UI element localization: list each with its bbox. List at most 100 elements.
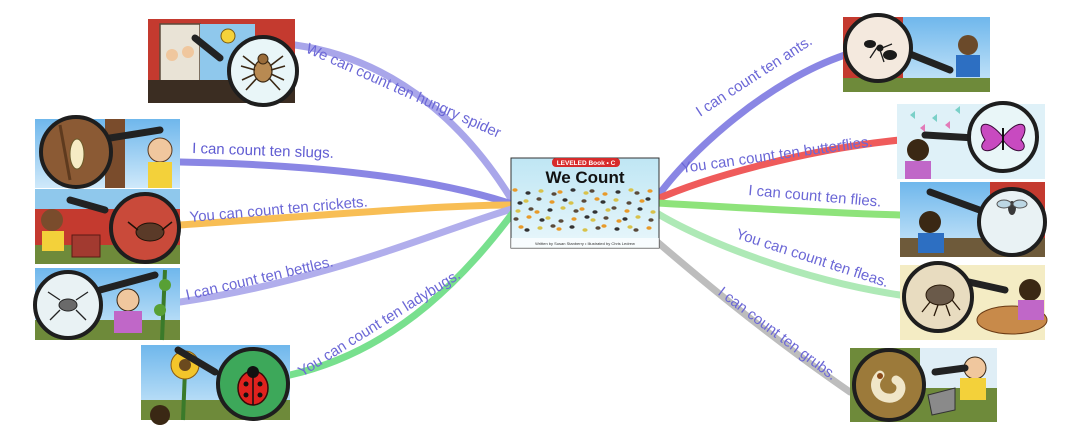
label-ladybugs: You can count ten ladybugs.	[295, 266, 463, 380]
branch-bettles	[176, 204, 519, 306]
cover-bug	[534, 210, 540, 214]
cover-credit: Written by Susan Stanberry • Illustrated…	[535, 241, 635, 246]
branch-grubs	[651, 236, 854, 396]
node-fleas-image[interactable]	[900, 261, 1048, 340]
branch-ants	[651, 51, 849, 204]
cover-bug	[616, 219, 622, 223]
node-bettles-image[interactable]	[33, 268, 180, 341]
cover-bug	[647, 189, 653, 193]
cover-bug	[550, 224, 556, 228]
cover-bug	[584, 215, 590, 219]
label-spider: We can count ten hungry spider	[303, 40, 503, 142]
cover-bug	[595, 226, 601, 230]
cover-bug	[517, 201, 523, 205]
cover-bug	[545, 216, 551, 220]
node-crickets-image[interactable]	[35, 189, 181, 264]
butterfly-icon	[980, 123, 1026, 152]
beetle-icon	[47, 291, 89, 321]
book-cover[interactable]: LEVELED Book • C We Count Written by Sus…	[510, 157, 660, 249]
node-slugs-image[interactable]	[35, 115, 180, 189]
node-grubs-image[interactable]	[850, 348, 997, 422]
cover-bug-pattern	[512, 188, 656, 232]
cover-bug	[547, 208, 553, 212]
cricket-icon	[127, 221, 173, 242]
cover-bug	[648, 218, 654, 222]
cover-bug	[589, 189, 595, 193]
cover-bug	[571, 217, 577, 221]
cover-bug	[513, 217, 519, 221]
cover-bug	[605, 208, 611, 212]
branch-flies	[651, 199, 904, 219]
cover-bug	[556, 227, 562, 231]
cover-bug	[579, 207, 585, 211]
node-flies-image[interactable]	[900, 182, 1047, 257]
cover-bug	[523, 199, 529, 203]
cover-bug	[560, 206, 566, 210]
branch-spider	[291, 41, 519, 209]
cover-bug	[603, 216, 609, 220]
cover-bug	[551, 192, 557, 196]
cover-bug	[515, 209, 521, 213]
cover-bug	[634, 191, 640, 195]
branch-fleas	[651, 208, 904, 299]
cover-bug	[581, 199, 587, 203]
cover-bug	[615, 190, 621, 194]
cover-bug	[536, 197, 542, 201]
node-spider-image[interactable]	[148, 19, 299, 107]
cover-bug	[650, 210, 656, 214]
cover-bug	[512, 188, 518, 192]
cover-bug	[637, 207, 643, 211]
node-butterflies-image[interactable]	[897, 101, 1045, 179]
cover-bug	[594, 197, 600, 201]
cover-bug	[590, 218, 596, 222]
cover-bug	[645, 197, 651, 201]
cover-bug	[611, 206, 617, 210]
branch-ladybugs	[286, 206, 519, 379]
cover-bug	[583, 191, 589, 195]
cover-bug	[646, 226, 652, 230]
branch-butterflies	[651, 136, 904, 204]
cover-bug	[622, 217, 628, 221]
cover-bug	[557, 190, 563, 194]
branch-slugs	[176, 158, 519, 209]
cover-bug	[639, 199, 645, 203]
cover-bug	[626, 201, 632, 205]
cover-bug	[562, 198, 568, 202]
cover-bug	[624, 209, 630, 213]
node-ants-image[interactable]	[843, 13, 990, 92]
cover-tag-badge	[552, 158, 620, 167]
cover-bug	[568, 201, 574, 205]
cover-bug	[592, 210, 598, 214]
cover-bug	[537, 226, 543, 230]
cover-bug	[526, 215, 532, 219]
fly-icon	[996, 199, 1028, 215]
magnifier-lens	[852, 348, 969, 422]
cover-bug	[628, 188, 634, 192]
cover-bug	[601, 224, 607, 228]
cover-bug	[635, 215, 641, 219]
cover-bug	[582, 228, 588, 232]
cover-tag: LEVELED Book • C	[557, 160, 616, 167]
cover-bug	[570, 188, 576, 192]
label-slugs: I can count ten slugs.	[192, 140, 334, 162]
label-bettles: I can count ten bettles.	[184, 253, 335, 304]
cover-bug	[633, 228, 639, 232]
cover-bug	[613, 198, 619, 202]
cover-bug	[602, 192, 608, 196]
label-grubs: I can count ten grubs.	[715, 284, 840, 384]
cover-bug	[600, 200, 606, 204]
cover-bug	[525, 191, 531, 195]
cover-bug	[528, 207, 534, 211]
cover-bug	[614, 227, 620, 231]
branches	[176, 41, 904, 396]
node-ladybugs-image[interactable]	[141, 345, 290, 425]
grub-icon	[871, 370, 906, 403]
flea-icon	[921, 284, 961, 317]
cover-bug	[549, 200, 555, 204]
branch-crickets	[176, 201, 519, 229]
cover-bug	[539, 218, 545, 222]
magnifier-lens	[926, 187, 1047, 257]
cover-bug	[538, 189, 544, 193]
